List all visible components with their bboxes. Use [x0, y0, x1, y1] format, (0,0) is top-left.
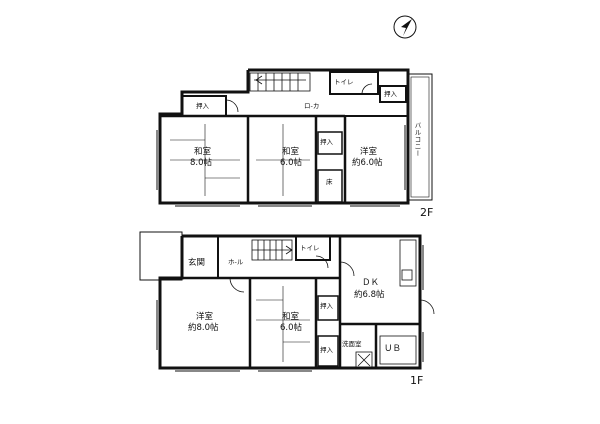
room-name-yoshitsu-1f: 洋室 — [196, 312, 214, 322]
room-label-toilet-2f: トイレ — [334, 78, 354, 86]
room-name-washitsu-2f-b: 和室 — [282, 147, 300, 157]
room-name-dk: ＤＫ — [362, 278, 380, 288]
room-size-washitsu-2f-a: 8.0帖 — [190, 158, 213, 168]
stairs-1f — [251, 239, 293, 261]
room-size-yoshitsu-1f: 約8.0帖 — [188, 323, 219, 333]
room-name-washitsu-2f-a: 和室 — [194, 147, 212, 157]
room-label-senmen: 洗面室 — [342, 340, 362, 348]
room-label-toko: 床 — [326, 178, 333, 186]
room-label-oshiire-1f-upper: 押入 — [320, 302, 333, 310]
floor2-walls — [156, 68, 433, 207]
room-size-washitsu-1f: 6.0帖 — [280, 323, 303, 333]
room-label-oshiire-2f-mid: 押入 — [320, 138, 333, 146]
room-label-toilet-1f: トイレ — [300, 244, 320, 252]
room-size-dk: 約6.8帖 — [354, 290, 385, 300]
north-arrow-icon — [392, 14, 418, 40]
room-label-genkan: 玄関 — [188, 258, 206, 268]
room-size-yoshitsu-2f: 約6.0帖 — [352, 158, 383, 168]
floor-label-1f: 1F — [410, 374, 424, 387]
room-label-oshiire-1f-lower: 押入 — [320, 346, 333, 354]
room-label-hall: ホ-ル — [228, 258, 244, 266]
stairs-2f — [249, 72, 311, 92]
room-label-corridor-2f: ロ-カ — [304, 102, 320, 110]
floor1-walls — [139, 231, 435, 372]
room-label-oshiire-2f-right: 押入 — [384, 90, 397, 98]
room-label-balcony: バルコニー — [413, 122, 421, 157]
room-label-oshiire-2f-left: 押入 — [196, 102, 209, 110]
room-label-ub: ＵＢ — [384, 344, 402, 354]
floor-label-2f: 2F — [420, 206, 434, 219]
room-size-washitsu-2f-b: 6.0帖 — [280, 158, 303, 168]
room-name-yoshitsu-2f: 洋室 — [360, 147, 378, 157]
room-name-washitsu-1f: 和室 — [282, 312, 300, 322]
balcony — [407, 73, 433, 201]
